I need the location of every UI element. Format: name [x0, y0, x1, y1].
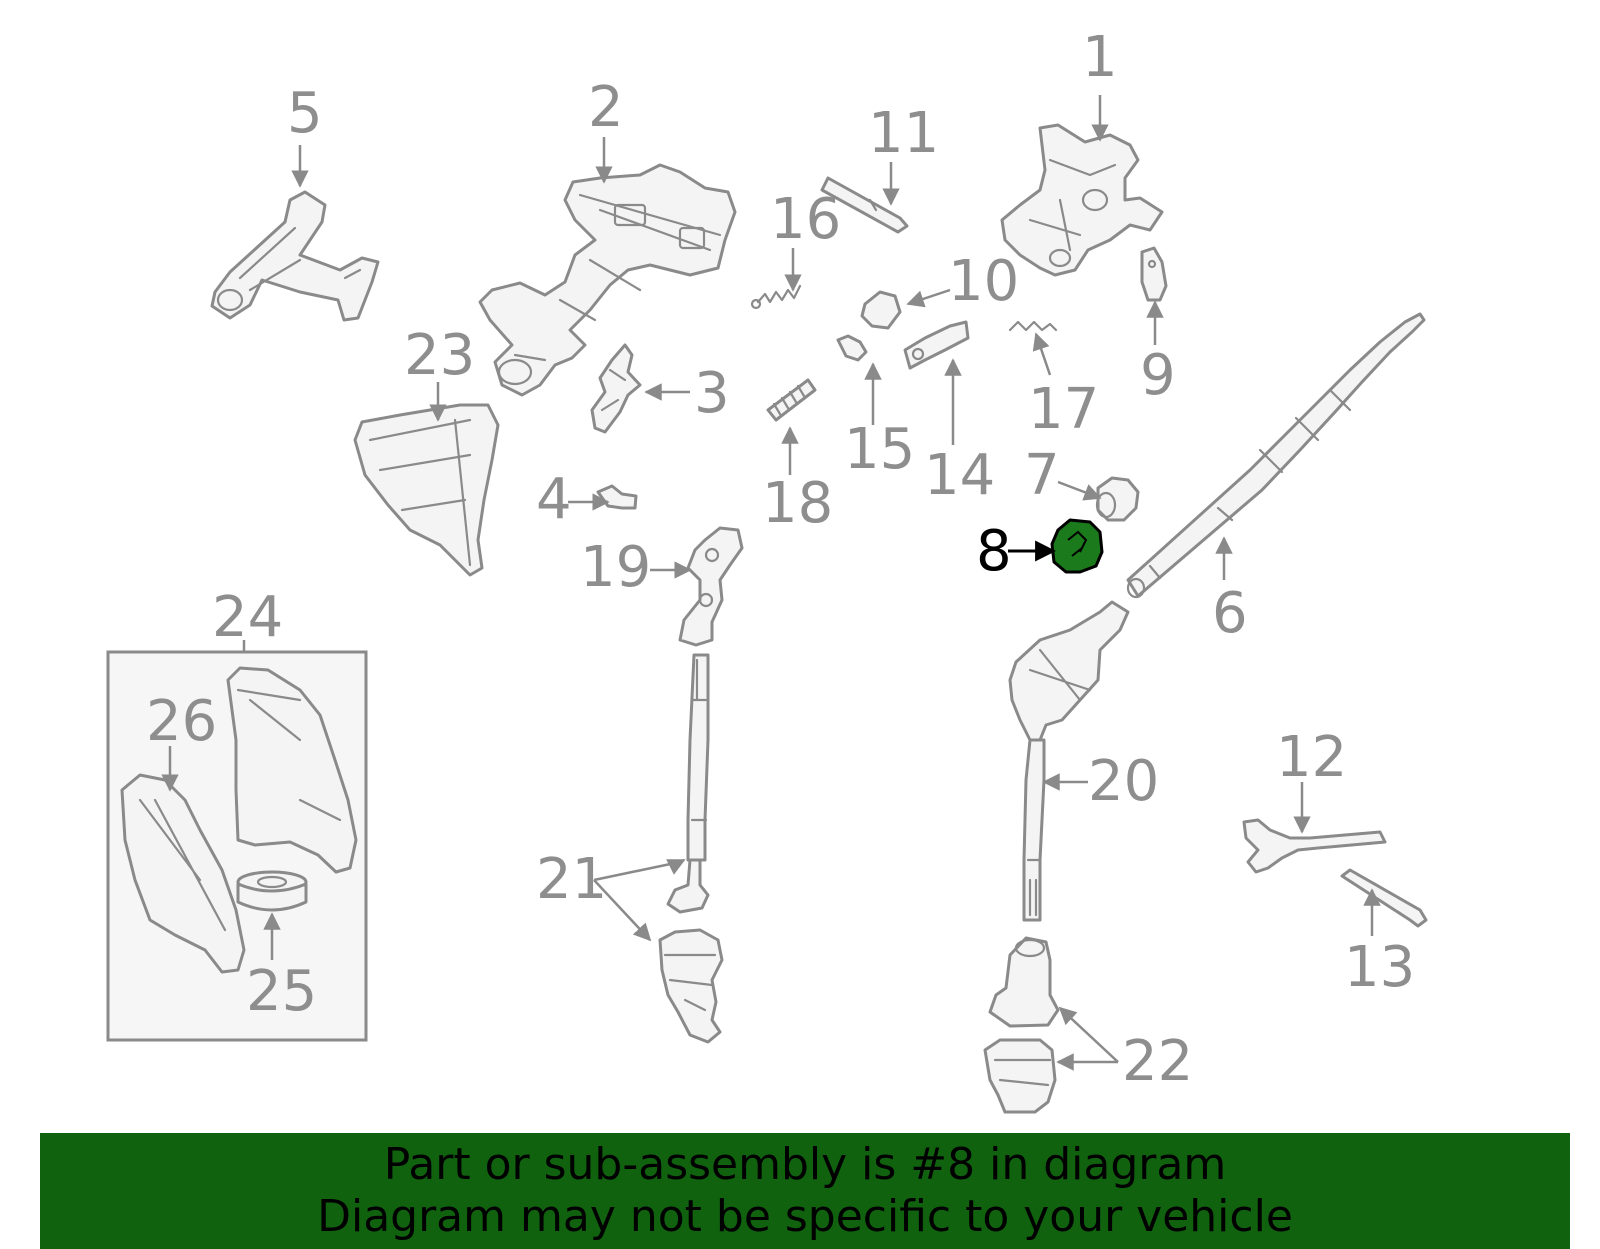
callout-23: 23	[404, 323, 475, 388]
callout-26: 26	[146, 689, 217, 754]
callout-5: 5	[287, 81, 323, 146]
callout-12: 12	[1276, 725, 1347, 790]
callout-20: 20	[1088, 749, 1159, 814]
part-20-shaft-assembly	[1008, 600, 1130, 922]
callout-21: 21	[536, 847, 607, 912]
callout-3: 3	[694, 361, 730, 426]
part-2-column-housing	[478, 163, 737, 397]
part-24-cover-kit	[106, 640, 368, 1042]
part-18-spring	[766, 378, 817, 422]
callout-25: 25	[246, 959, 317, 1024]
part-10-clip	[860, 290, 902, 330]
part-9-washer	[1140, 246, 1168, 302]
callout-4: 4	[536, 467, 572, 532]
banner-line-2: Diagram may not be specific to your vehi…	[317, 1191, 1293, 1242]
callout-8-highlighted: 8	[976, 519, 1012, 584]
callout-14: 14	[924, 443, 995, 508]
callout-numbers: 1 2 3 4 5 6 7 8 9 10 11 12 13 14 15 16 1…	[146, 25, 1415, 1094]
part-23-cover	[353, 403, 500, 577]
callout-10: 10	[948, 249, 1019, 314]
part-6-intermediate-shaft	[1126, 312, 1426, 599]
part-14-lever	[903, 320, 970, 370]
callout-16: 16	[770, 187, 841, 252]
part-11-pin	[820, 176, 909, 234]
part-1-upper-bracket	[1000, 123, 1164, 277]
callout-11: 11	[868, 101, 939, 166]
part-8-bushing-highlighted	[1050, 518, 1104, 574]
part-22-lower-joint	[983, 936, 1060, 1114]
part-3-bracket	[590, 343, 642, 434]
part-19-u-joint	[678, 526, 744, 647]
part-12-lever	[1242, 818, 1387, 874]
info-banner: Part or sub-assembly is #8 in diagram Di…	[40, 1133, 1570, 1249]
callout-18: 18	[762, 471, 833, 536]
callout-15: 15	[844, 417, 915, 482]
banner-line-1: Part or sub-assembly is #8 in diagram	[383, 1139, 1227, 1190]
callout-17: 17	[1028, 377, 1099, 442]
part-15-bolt	[836, 334, 868, 362]
part-21-lower-shaft	[658, 653, 724, 1044]
callout-6: 6	[1212, 581, 1248, 646]
callout-24: 24	[212, 585, 283, 650]
callout-1: 1	[1082, 25, 1118, 90]
callout-19: 19	[580, 535, 651, 600]
part-7-bushing	[1095, 476, 1140, 522]
callout-22: 22	[1122, 1029, 1193, 1094]
part-17-small-part	[1008, 320, 1058, 332]
part-16-spring	[750, 284, 802, 310]
part-13-bolt	[1340, 868, 1428, 928]
part-4-pin	[596, 484, 638, 510]
callout-2: 2	[588, 75, 624, 140]
part-5-bracket	[210, 190, 380, 322]
leader-lines	[161, 95, 1381, 1071]
callout-9: 9	[1140, 343, 1176, 408]
callout-7: 7	[1024, 443, 1060, 508]
callout-13: 13	[1344, 935, 1415, 1000]
